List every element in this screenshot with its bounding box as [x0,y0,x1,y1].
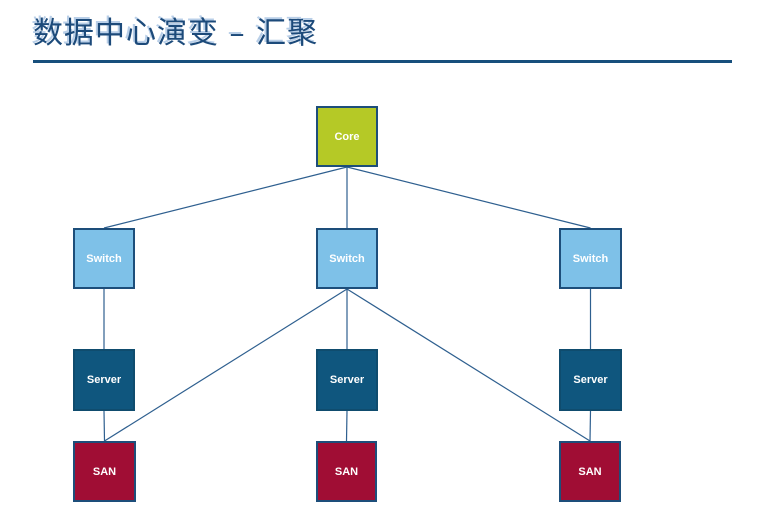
title-underline [33,60,732,63]
edge-core-to-switch-right [346,166,591,229]
switch-center-node: Switch [316,228,378,289]
core-node: Core [316,106,378,167]
san-center-label: SAN [334,465,359,478]
edge-server-right-to-san-right [589,410,592,442]
edge-server-left-to-san-left [103,410,106,442]
server-left-label: Server [86,374,122,386]
server-right-label: Server [573,374,608,386]
switch-right-node: Switch [559,228,622,289]
core-label: Core [334,130,360,143]
switch-center-label: Switch [329,252,365,265]
edge-switch-center-to-san-left [104,288,348,442]
san-center-node: SAN [316,441,377,502]
server-center-node: Server [316,349,378,411]
san-right-node: SAN [559,441,621,502]
san-right-label: SAN [578,465,602,478]
server-right-node: Server [559,349,622,411]
switch-right-label: Switch [572,252,609,265]
edge-core-to-switch-left [103,166,348,229]
server-left-node: Server [73,349,135,411]
san-left-node: SAN [73,441,136,502]
server-center-label: Server [329,374,365,386]
edge-switch-center-to-san-right [346,288,591,442]
san-left-label: SAN [92,465,117,478]
edge-server-center-to-san-center [345,410,348,442]
slide-title: 数据中心演变 – 汇聚 [33,16,319,51]
switch-left-label: Switch [86,252,122,265]
switch-left-node: Switch [73,228,135,289]
